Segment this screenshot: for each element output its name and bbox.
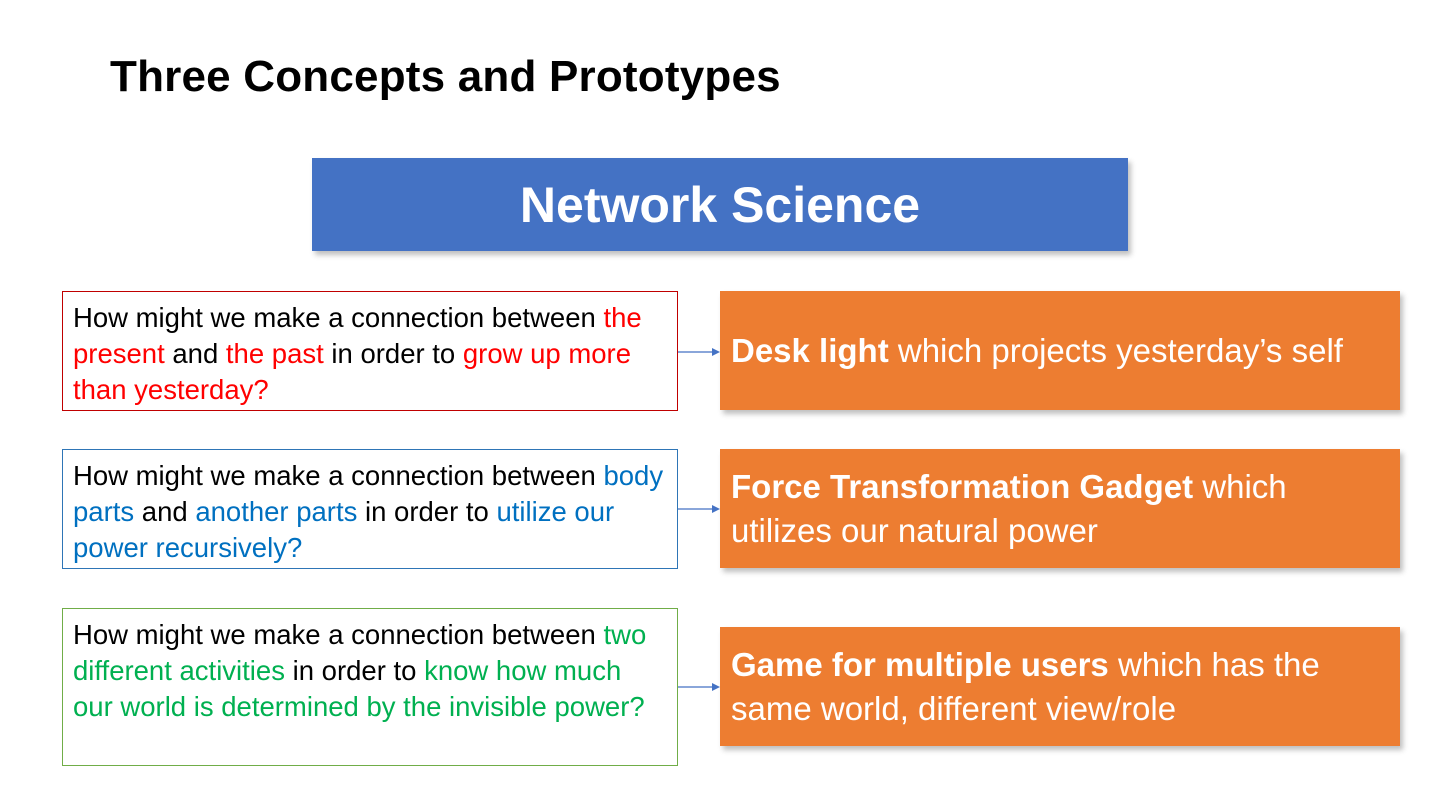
question-highlight: body parts [73, 460, 664, 527]
question-text: How might we make a connection between [73, 619, 604, 650]
question-text: and [134, 496, 196, 527]
idea-box-2: Force Transformation Gadget which utiliz… [720, 449, 1400, 568]
arrow-right-icon [678, 683, 720, 691]
question-text: and [164, 338, 226, 369]
question-highlight: two different activities [73, 619, 647, 686]
network-science-banner: Network Science [312, 158, 1128, 251]
idea-name: Force Transformation Gadget [731, 467, 1194, 505]
question-highlight: know how much our world is determined by… [73, 655, 645, 722]
idea-box-1: Desk light which projects yesterday’s se… [720, 291, 1400, 410]
question-highlight: the present [73, 302, 642, 369]
idea-description: which utilizes our natural power [731, 467, 1287, 549]
idea-name: Game for multiple users [731, 645, 1109, 683]
idea-text: Desk light which projects yesterday’s se… [731, 329, 1343, 373]
idea-text: Force Transformation Gadget which utiliz… [731, 465, 1388, 553]
idea-name: Desk light [731, 331, 889, 369]
slide-title: Three Concepts and Prototypes [110, 52, 781, 101]
question-highlight: utilize our power recursively? [73, 496, 615, 563]
question-box-3: How might we make a connection between t… [62, 608, 678, 766]
question-highlight: grow up more than yesterday? [73, 338, 632, 405]
question-highlight: the past [225, 338, 324, 369]
question-text: in order to [284, 655, 425, 686]
idea-description: which projects yesterday’s self [888, 331, 1343, 369]
idea-text: Game for multiple users which has the sa… [731, 643, 1388, 731]
arrow-right-icon [678, 505, 720, 513]
question-highlight: another parts [195, 496, 358, 527]
question-text: How might we make a connection between [73, 302, 604, 333]
arrow-right-icon [678, 348, 720, 356]
question-box-2: How might we make a connection between b… [62, 449, 678, 569]
question-box-1: How might we make a connection between t… [62, 291, 678, 411]
question-text: in order to [357, 496, 497, 527]
banner-title: Network Science [519, 176, 921, 233]
idea-box-3: Game for multiple users which has the sa… [720, 627, 1400, 746]
idea-description: which has the same world, different view… [731, 645, 1320, 727]
question-text: in order to [323, 338, 463, 369]
question-text: How might we make a connection between [73, 460, 604, 491]
